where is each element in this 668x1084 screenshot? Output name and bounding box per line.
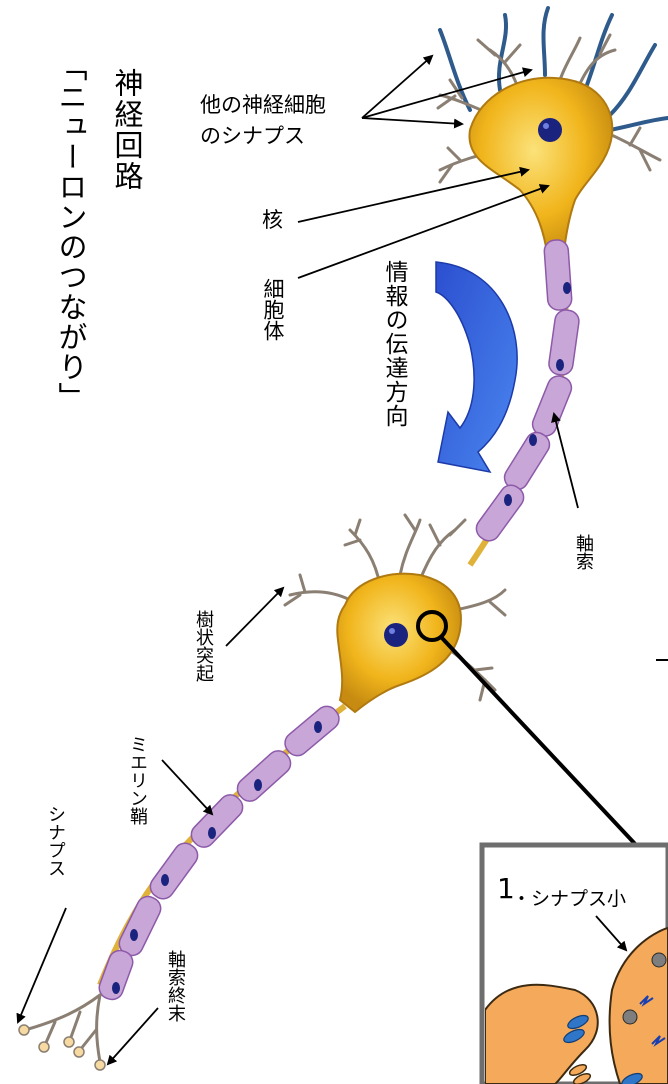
label-myelin: ミエリン鞘 xyxy=(128,735,146,825)
label-dendrite: 樹状突起 xyxy=(194,610,212,682)
inset-label: ・シナプス小 xyxy=(512,884,626,911)
label-flow-direction: 情報の伝達方向 xyxy=(382,260,405,428)
label-nucleus: 核 xyxy=(262,204,283,234)
curved-arrow-icon xyxy=(436,262,517,472)
top-soma xyxy=(469,78,612,260)
zoom-line xyxy=(442,638,652,862)
label-axon-terminal: 軸索終末 xyxy=(166,950,184,1022)
top-nucleus xyxy=(538,118,562,142)
mid-nucleus xyxy=(384,623,408,647)
label-other-synapse-line2: のシナプス xyxy=(200,121,326,152)
label-synapse: シナプス xyxy=(46,805,64,877)
leader-myelin xyxy=(162,760,212,814)
label-other-synapse-line1: 他の神経細胞 xyxy=(200,90,326,121)
leader-nucleus xyxy=(298,170,528,222)
leader-other-3 xyxy=(362,118,462,124)
subtitle: 「ニューロンのつながり」 xyxy=(56,52,85,412)
axon-terminal xyxy=(25,995,100,1062)
leader-axon xyxy=(554,414,578,508)
label-axon: 軸索 xyxy=(574,534,592,570)
label-soma: 細胞体 xyxy=(262,278,283,341)
label-other-synapse: 他の神経細胞 のシナプス xyxy=(200,90,326,152)
leader-terminal xyxy=(108,1008,158,1064)
leader-synapse xyxy=(18,908,66,1022)
terminal-boutons xyxy=(19,1025,105,1070)
leader-dendrite xyxy=(226,588,283,646)
leader-soma xyxy=(298,186,548,278)
title: 神経回路 xyxy=(112,68,141,192)
